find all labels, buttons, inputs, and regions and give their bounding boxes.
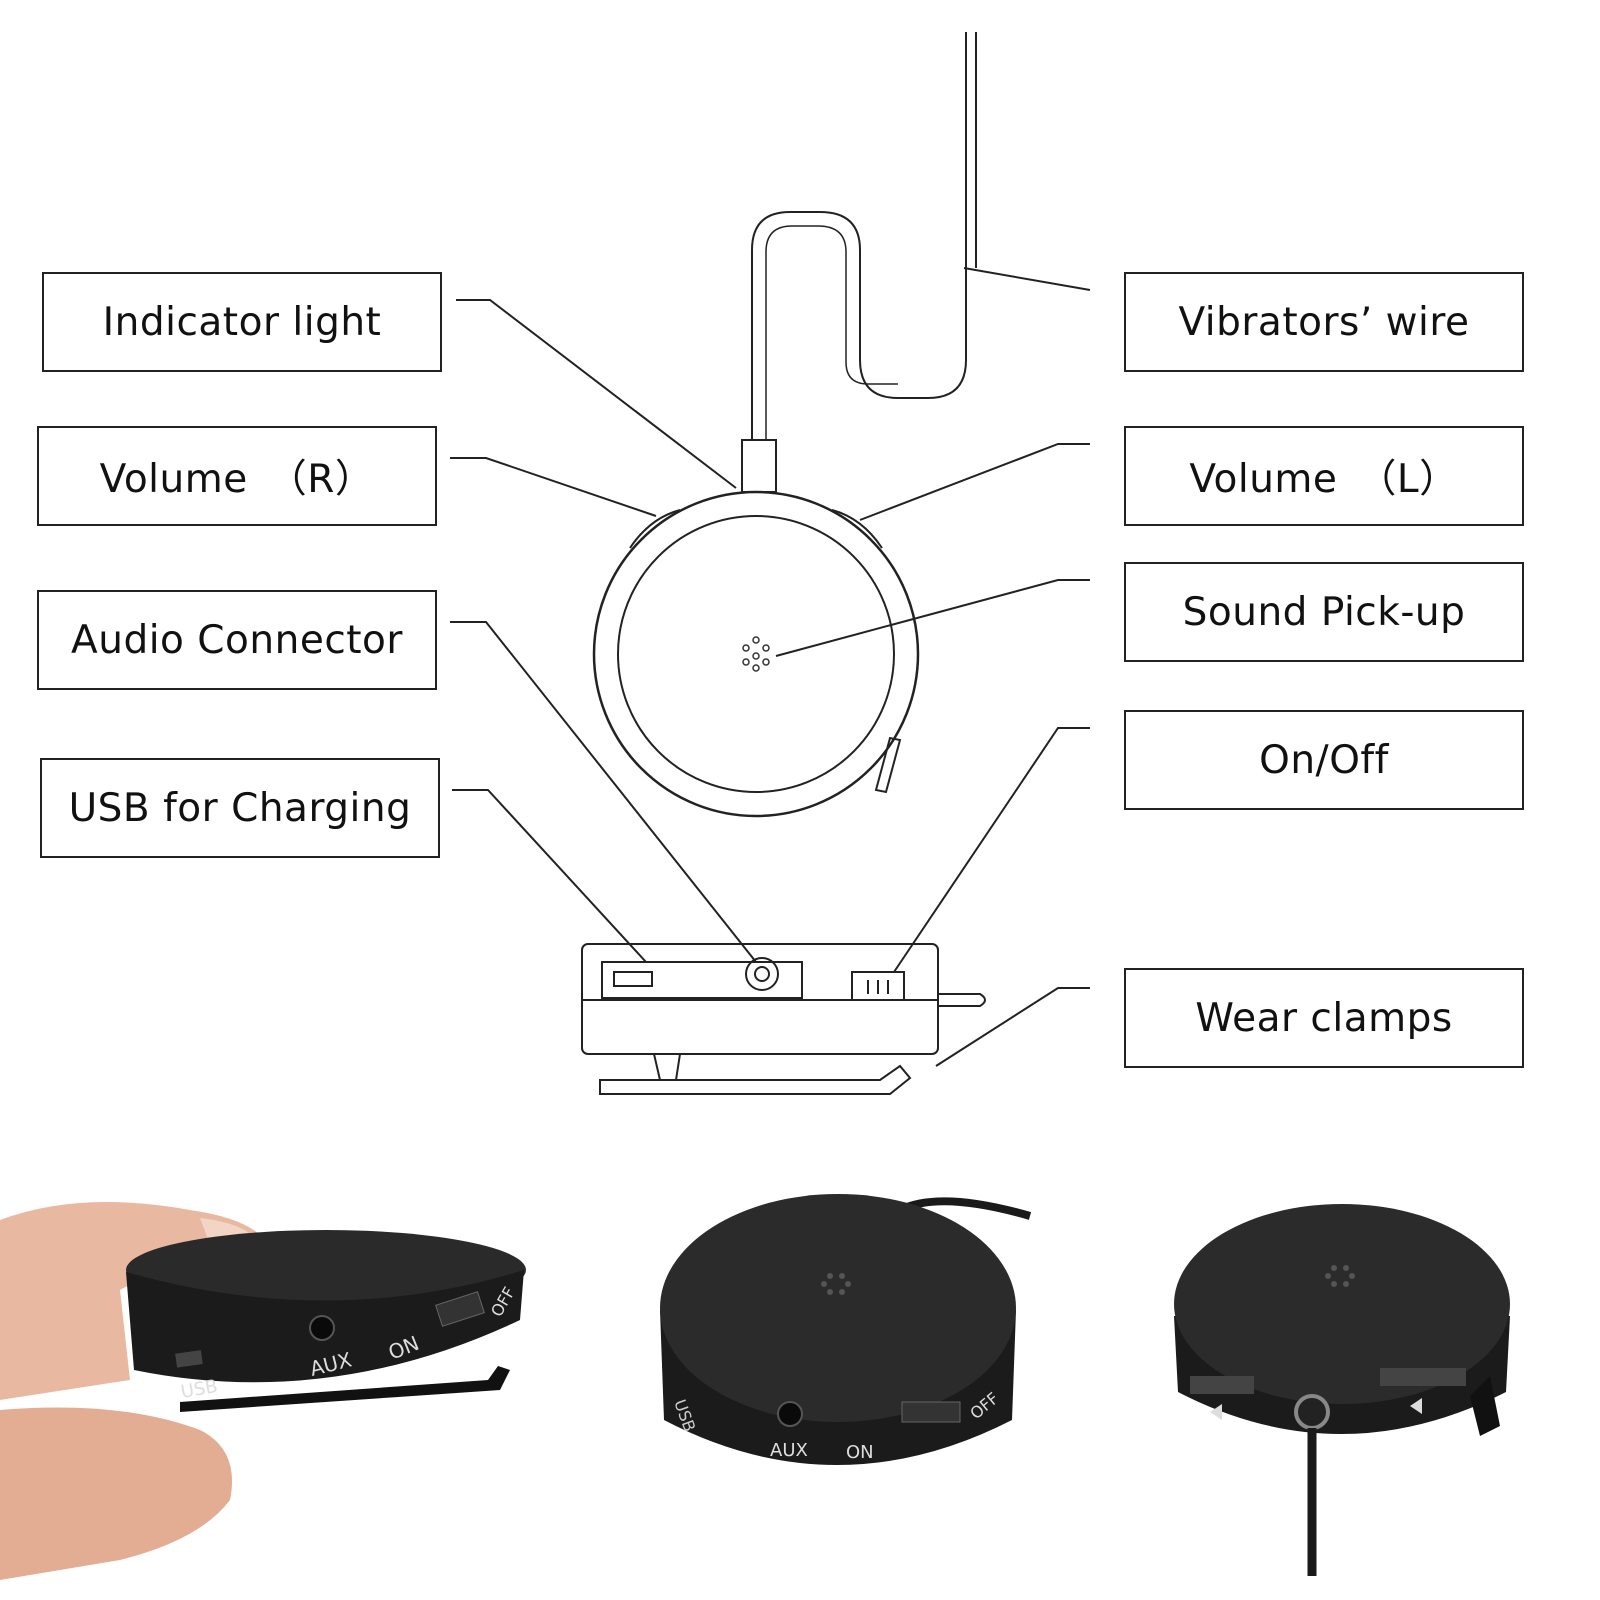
photo-hand-holding-device: USB AUX ON OFF: [0, 1202, 526, 1580]
cable-strain-relief: [741, 439, 777, 493]
side-port-panel: [601, 961, 803, 999]
device-top: [660, 1194, 1016, 1422]
label-vibrators-wire: Vibrators’ wire: [1124, 272, 1524, 372]
device-clip: [180, 1366, 510, 1412]
leader-wear-clamps: [935, 987, 1090, 1067]
leader-sound-pickup: [775, 579, 1090, 657]
usb-port: [613, 971, 653, 987]
disc-inner-face: [617, 515, 895, 793]
label-usb-for-charging: USB for Charging: [40, 758, 440, 858]
wear-clip: [599, 1064, 912, 1095]
label-volume-l: Volume （L）: [1124, 426, 1524, 526]
clip: [1470, 1376, 1500, 1436]
leader-volume-l: [859, 443, 1090, 521]
leader-audio-connector: [450, 621, 757, 963]
power-switch: [851, 971, 905, 1001]
volume-r-arrow-icon: [1210, 1404, 1222, 1420]
marking-usb: USB: [179, 1376, 219, 1403]
aux-port-outer: [745, 957, 779, 991]
side-cable-stub: [938, 993, 986, 1007]
photo-device-volume-wheels: [1174, 1204, 1510, 1576]
photo-device-ports: USB AUX ON OFF: [660, 1194, 1032, 1465]
device-line-diagram: [450, 32, 1091, 1095]
cable-loop: [751, 211, 967, 440]
aux-port-inner: [754, 966, 770, 982]
side-switch-notch: [874, 736, 902, 794]
leader-volume-r: [450, 457, 657, 517]
sound-pickup-holes: [742, 636, 770, 672]
vibrator-wire: [963, 32, 1091, 291]
marking-on-2: ON: [846, 1442, 874, 1463]
volume-wheel-r: [1190, 1376, 1254, 1394]
device-top: [1174, 1204, 1510, 1404]
disc-outer-ring: [592, 490, 920, 818]
marking-aux-2: AUX: [770, 1440, 808, 1461]
label-audio-connector: Audio Connector: [37, 590, 437, 690]
volume-l-wheel: [831, 509, 883, 549]
volume-l-arrow-icon: [1410, 1398, 1422, 1414]
label-indicator-light: Indicator light: [42, 272, 442, 372]
finger: [0, 1407, 232, 1580]
label-wear-clamps: Wear clamps: [1124, 968, 1524, 1068]
device-top: [126, 1230, 526, 1310]
volume-r-wheel: [629, 509, 681, 549]
leader-on-off: [893, 727, 1090, 973]
label-volume-r: Volume （R）: [37, 426, 437, 526]
label-on-off: On/Off: [1124, 710, 1524, 810]
volume-wheel-l: [1380, 1368, 1466, 1386]
leader-indicator-light: [456, 299, 737, 489]
leader-usb: [452, 789, 647, 963]
label-sound-pickup: Sound Pick-up: [1124, 562, 1524, 662]
